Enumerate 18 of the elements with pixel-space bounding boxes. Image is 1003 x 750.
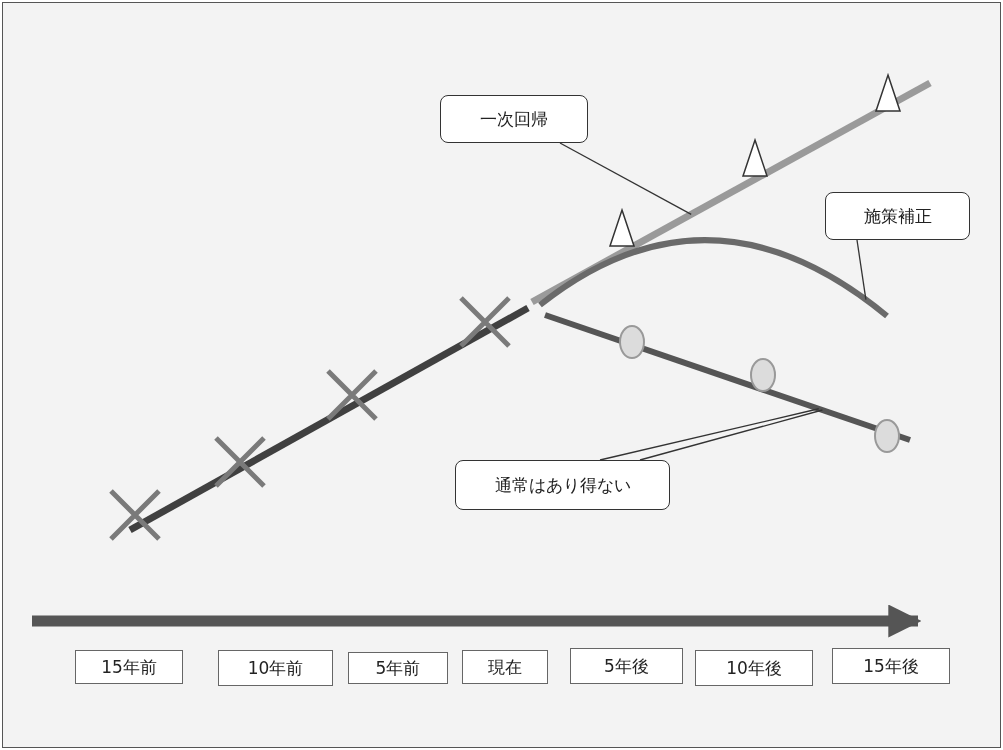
- time-label: 5年後: [570, 648, 683, 684]
- time-label: 15年前: [75, 650, 183, 684]
- decline-line: [544, 312, 911, 443]
- policy-curve: [538, 237, 889, 319]
- time-label: 5年前: [348, 652, 448, 684]
- leader-line: [599, 408, 820, 461]
- callout-bubble: 通常はあり得ない: [455, 460, 670, 510]
- callout-bubble: 一次回帰: [440, 95, 588, 143]
- leader-line: [559, 142, 692, 216]
- leader-line: [856, 239, 867, 301]
- callout-bubble: 施策補正: [825, 192, 970, 240]
- past-trend-line: [128, 304, 530, 534]
- leader-line: [639, 409, 824, 461]
- time-label: 現在: [462, 650, 548, 684]
- regression-line: [530, 79, 932, 306]
- time-label: 10年後: [695, 650, 813, 686]
- time-label: 15年後: [832, 648, 950, 684]
- time-label: 10年前: [218, 650, 333, 686]
